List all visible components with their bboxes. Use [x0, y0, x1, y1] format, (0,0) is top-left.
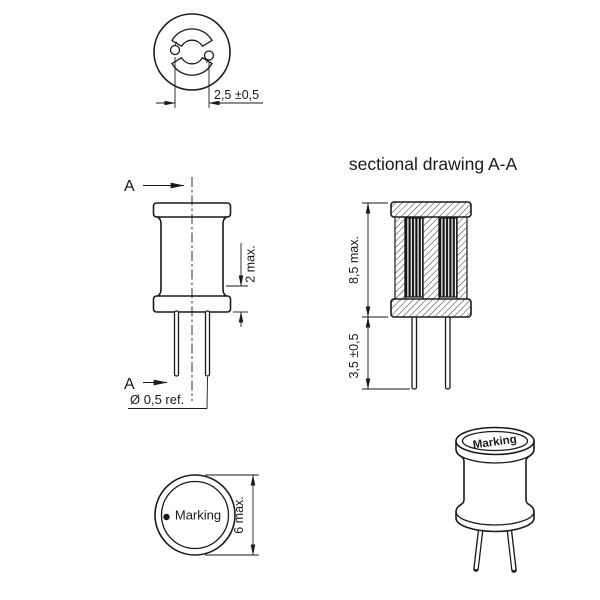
dim-wire-diameter-label: Ø 0,5 ref.: [130, 392, 184, 407]
dim-pin-spacing-label: 2,5 ±0,5: [214, 88, 259, 102]
dim-wire-diameter: Ø 0,5 ref.: [128, 376, 208, 409]
bottom-view-marking-label: Marking: [175, 508, 221, 523]
dim-body-height: 8,5 max.: [347, 202, 388, 318]
section-cut-indicator-top: A: [124, 178, 185, 195]
perspective-view: Marking: [455, 426, 535, 573]
section-right-lead: [444, 316, 451, 390]
dim-winding-clearance: 2 max.: [226, 243, 258, 327]
top-view: 2,5 ±0,5: [153, 13, 263, 108]
side-view-barrel-left-edge: [156, 215, 162, 298]
persp-top-face-inner-edge: [461, 430, 529, 452]
dim-body-diameter-label: 6 max.: [232, 496, 246, 534]
section-winding-right: [438, 217, 458, 298]
top-view-lower-slot: [171, 56, 213, 76]
section-top-flange: [390, 201, 472, 218]
dim-body-height-label: 8,5 max.: [347, 236, 361, 284]
top-view-left-wire: [174, 41, 177, 46]
section-winding-left: [404, 217, 424, 298]
dim-body-diameter: 6 max.: [205, 474, 259, 556]
persp-top-flange-rim: [455, 449, 535, 464]
section-view-title: sectional drawing A-A: [349, 154, 518, 174]
top-view-body-outline: [153, 13, 231, 91]
persp-top-face-outline: [455, 426, 535, 456]
side-view: A A 2 max. Ø 0,5 ref.: [124, 177, 258, 409]
persp-right-lead: [507, 525, 516, 571]
dim-lead-length: 3,5 ±0,5: [347, 316, 410, 390]
leader-line: [206, 376, 208, 409]
section-label-bottom: A: [124, 376, 135, 393]
bottom-view: Marking 6 max.: [154, 474, 259, 556]
persp-left-lead: [474, 525, 483, 570]
section-right-wall: [456, 214, 468, 301]
persp-body-silhouette: [455, 440, 535, 533]
side-view-left-lead: [173, 310, 180, 377]
side-view-right-lead: [204, 310, 211, 377]
section-left-lead: [411, 316, 418, 390]
persp-bottom-flange-rim: [455, 511, 535, 526]
section-center-core: [422, 214, 440, 301]
section-label-top: A: [124, 178, 135, 195]
section-left-wall: [394, 214, 406, 301]
top-view-upper-slot: [171, 28, 213, 48]
bottom-view-flange-outline: [154, 474, 236, 556]
bottom-view-inner-edge: [160, 480, 230, 550]
dim-pin-spacing: 2,5 ±0,5: [156, 57, 263, 108]
bottom-view-polarity-dot: [163, 513, 170, 521]
top-view-left-pin: [169, 44, 181, 56]
section-view: sectional drawing A-A 8,5 max. 3,5 ±0,5: [347, 154, 518, 390]
dim-lead-length-label: 3,5 ±0,5: [347, 333, 361, 378]
section-bottom-flange: [390, 298, 472, 318]
section-cut-indicator-bottom: A: [124, 376, 168, 393]
side-view-barrel-right-edge: [222, 215, 228, 298]
top-view-right-pin: [203, 50, 215, 61]
dim-winding-clearance-label: 2 max.: [244, 245, 258, 283]
